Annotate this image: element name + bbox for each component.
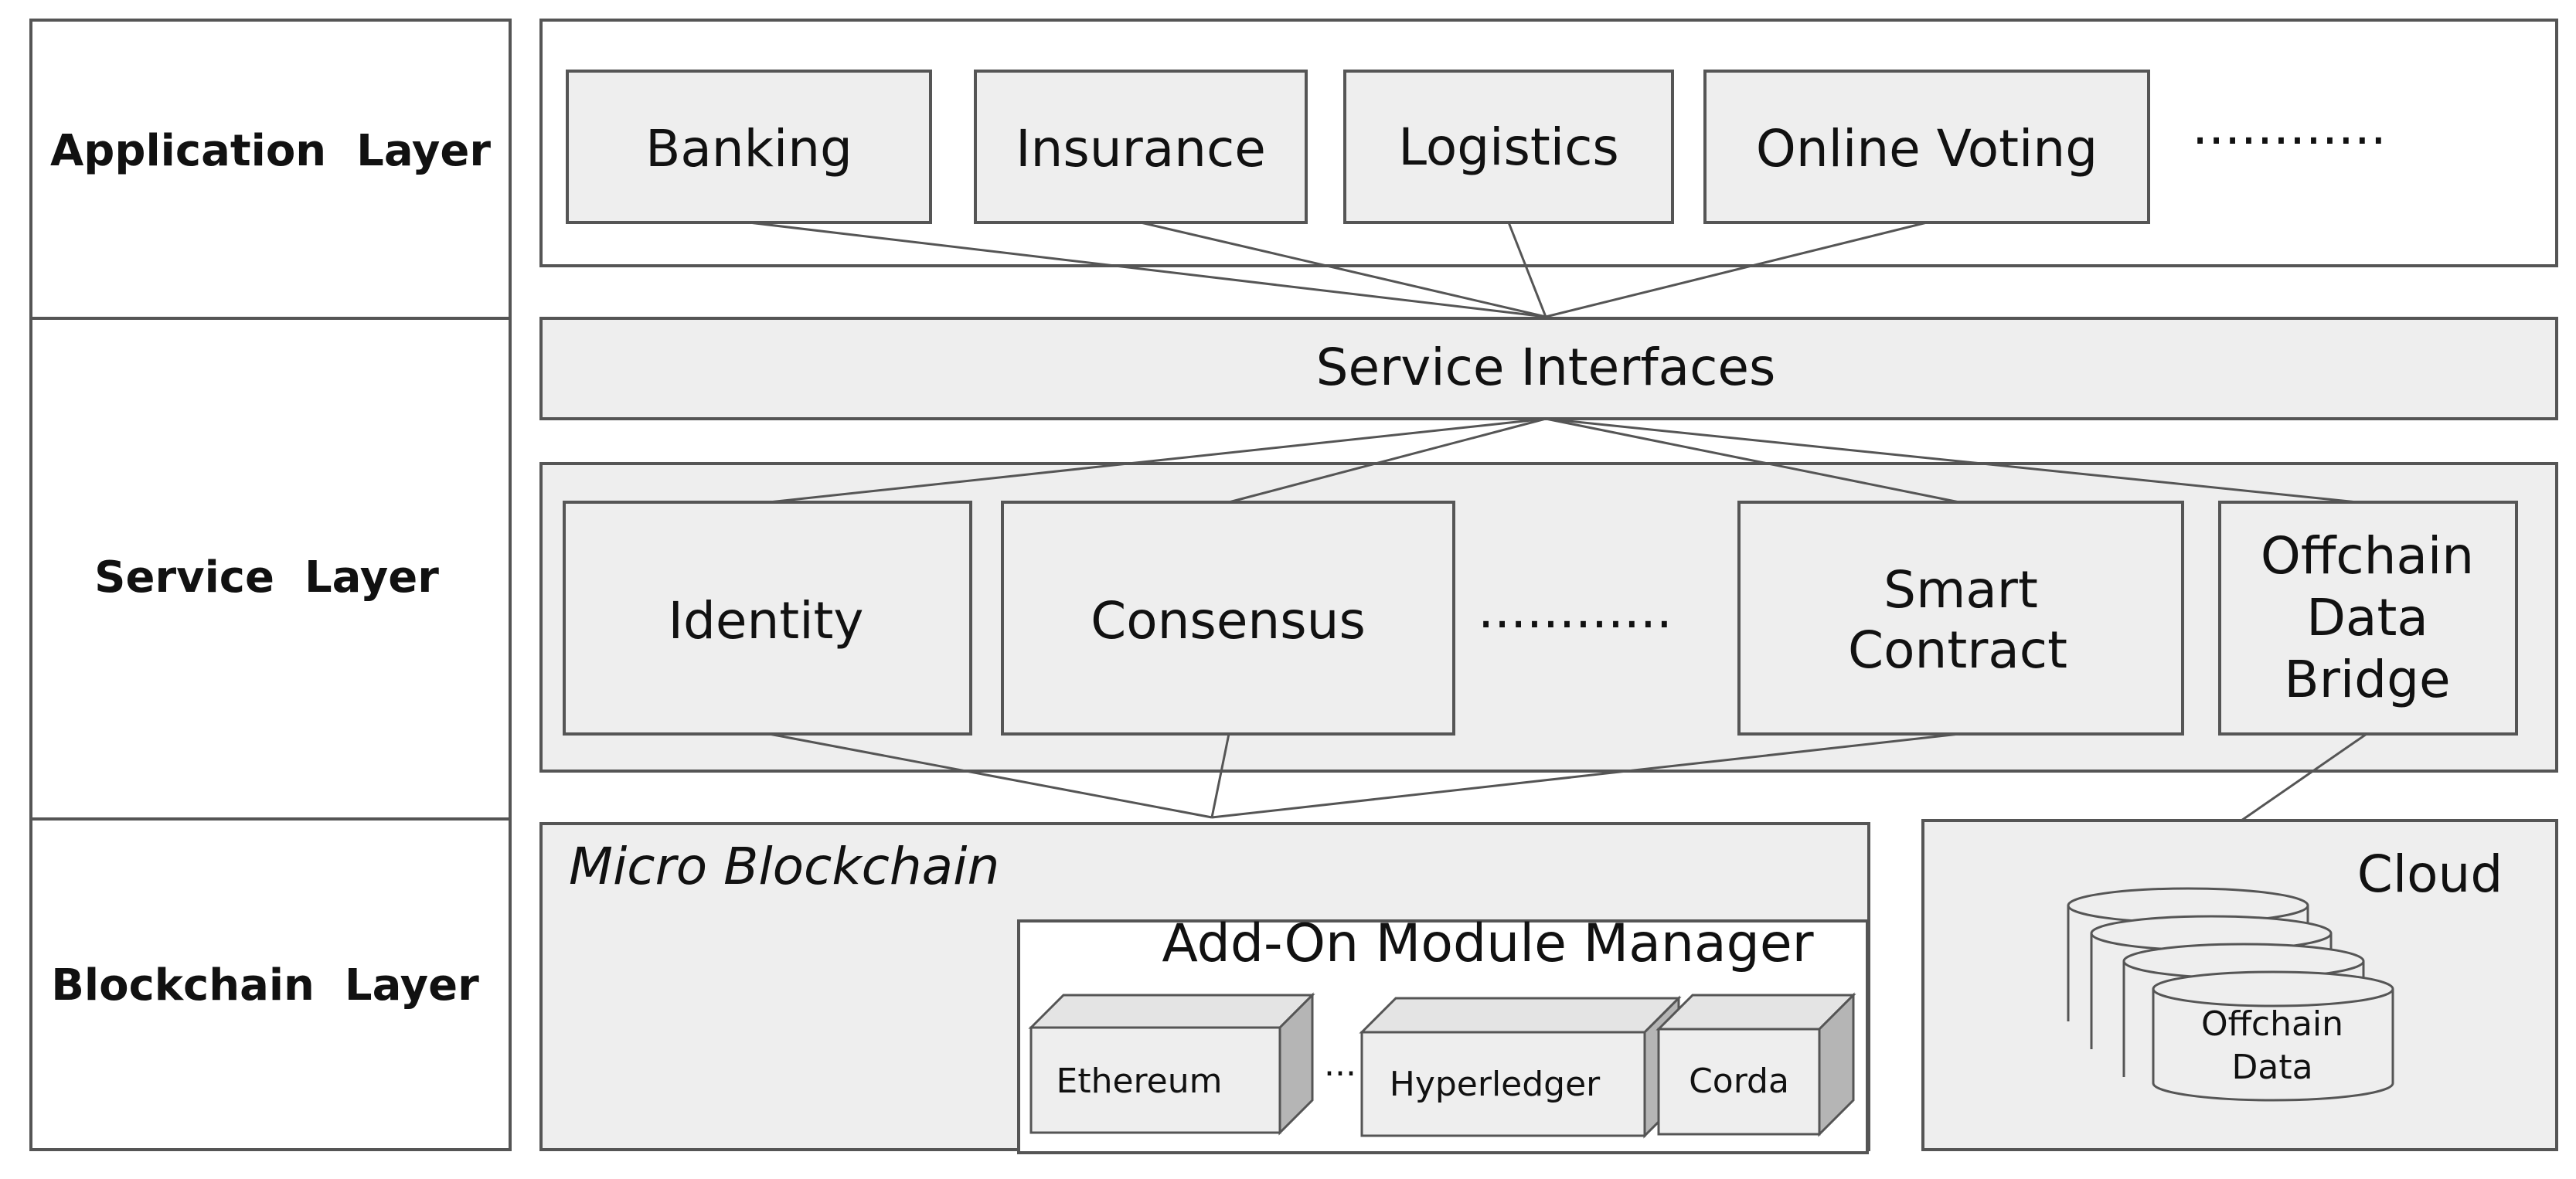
online-voting-box: [1703, 70, 2150, 224]
blockchain-layer-cell: [29, 817, 512, 1151]
addon-manager-label: Add-On Module Manager: [1162, 913, 1813, 974]
corda-cube: Corda: [1656, 992, 1856, 1137]
application-layer-label: Application Layer: [50, 126, 491, 176]
cloud-label: Cloud: [2357, 844, 2503, 904]
service-layer-cell: [29, 317, 512, 821]
logistics-label: Logistics: [1398, 117, 1619, 177]
application-layer: Banking Insurance Logistics Online Votin…: [539, 19, 2558, 267]
layer-column: Application Layer Service Layer Blockcha…: [29, 19, 512, 1151]
insurance-label: Insurance: [1016, 119, 1266, 178]
blockchain-layer-label: Blockchain Layer: [51, 960, 479, 1011]
identity-box: [563, 501, 972, 736]
service-interfaces-label: Service Interfaces: [1316, 338, 1776, 397]
cloud: Cloud: [1921, 819, 2558, 1151]
database-icon: [2152, 970, 2394, 1102]
more-modules-ellipsis: ...: [1324, 1045, 1356, 1084]
corda-label: Corda: [1689, 1062, 1789, 1101]
offchain-bridge-label-line3: Bridge: [2284, 650, 2450, 709]
offchain-bridge-label-line2: Data: [2306, 588, 2428, 647]
service-layer-label: Service Layer: [94, 552, 439, 603]
smart-contract-label-line1: Smart: [1884, 560, 2038, 620]
micro-blockchain: Micro Blockchain Add-On Module Manager E…: [539, 822, 1870, 1154]
banking-label: Banking: [645, 119, 852, 178]
offchain-bridge-label-line1: Offchain: [2261, 526, 2474, 586]
blockchain-connectors: [768, 732, 2367, 822]
offchain-data-label-line1: Offchain: [2201, 1004, 2343, 1044]
hyperledger-label: Hyperledger: [1390, 1065, 1601, 1104]
application-layer-cell: [29, 19, 512, 320]
offchain-bridge-box: [2218, 501, 2518, 736]
consensus-box: [1001, 501, 1455, 736]
consensus-label: Consensus: [1091, 591, 1366, 651]
ethereum-cube: Ethereum: [1028, 992, 1315, 1136]
online-voting-label: Online Voting: [1756, 119, 2098, 178]
offchain-data-label-line2: Data: [2231, 1048, 2312, 1087]
more-applications-ellipsis: ............: [2192, 97, 2387, 156]
service-interfaces-bar: [539, 317, 2558, 420]
service-modules: Identity Consensus ............ Smart Co…: [539, 417, 2558, 773]
smart-contract-box: [1737, 501, 2184, 736]
hyperledger-cube: Hyperledger: [1359, 995, 1682, 1139]
application-connectors: [748, 221, 1928, 318]
smart-contract-label-line2: Contract: [1848, 620, 2067, 680]
more-services-ellipsis: ............: [1478, 580, 1673, 640]
service-connectors: [768, 417, 2358, 504]
ethereum-label: Ethereum: [1057, 1062, 1223, 1101]
identity-label: Identity: [669, 591, 864, 651]
database-stack-icon: [2067, 887, 2394, 1102]
micro-blockchain-label: Micro Blockchain: [569, 837, 999, 896]
insurance-box: [974, 70, 1308, 224]
